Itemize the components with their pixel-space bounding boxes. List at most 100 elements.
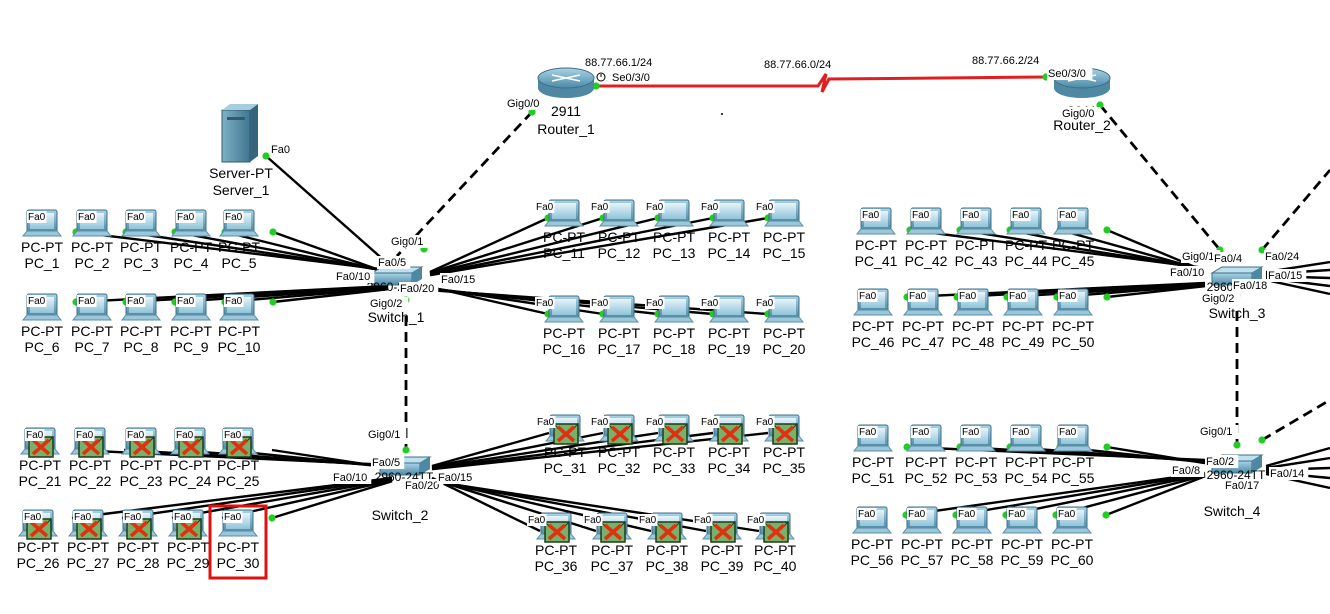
server-server-1[interactable] bbox=[221, 104, 258, 163]
pc-base bbox=[170, 230, 212, 237]
pc-port-label: Fa0 bbox=[28, 212, 46, 223]
pc-model-label: PC-PT bbox=[120, 323, 162, 339]
pc-port-label-bg bbox=[75, 429, 95, 441]
link-pc_56[interactable] bbox=[905, 471, 1206, 517]
pc-port-label: Fa0 bbox=[225, 296, 243, 307]
link-pc_27[interactable] bbox=[121, 477, 393, 520]
link-pc_48[interactable] bbox=[1006, 283, 1206, 299]
link-switch3-right-4[interactable] bbox=[1265, 278, 1330, 296]
link-pc_3[interactable] bbox=[174, 230, 389, 273]
switch-side bbox=[420, 457, 430, 475]
link-pc_36[interactable] bbox=[431, 476, 541, 533]
link-pc_7[interactable] bbox=[125, 285, 389, 304]
link-pc_55[interactable] bbox=[1106, 445, 1206, 465]
link-pc_10[interactable] bbox=[272, 288, 389, 304]
pc-port-label: Fa0 bbox=[912, 427, 930, 438]
pc-pc-19[interactable] bbox=[708, 295, 750, 323]
pc-monitor-screen bbox=[772, 299, 796, 315]
switch-port-label: Fa0/2 bbox=[1206, 456, 1234, 468]
pc-pc-11[interactable] bbox=[543, 199, 585, 227]
link-pc_8[interactable] bbox=[174, 286, 389, 304]
link-pc_11[interactable] bbox=[429, 216, 549, 274]
link-pc_4[interactable] bbox=[224, 230, 389, 274]
switch-port-label: Gig0/2 bbox=[370, 298, 402, 310]
pc-name-label: PC_2 bbox=[74, 255, 109, 271]
link-pc_44[interactable] bbox=[1059, 228, 1206, 272]
pc-pc-38[interactable] bbox=[646, 512, 688, 543]
link-pc_60[interactable] bbox=[1105, 475, 1206, 517]
pc-pc-36[interactable] bbox=[535, 512, 577, 543]
wan-serial-link[interactable] bbox=[596, 73, 1047, 93]
pc-pc-13[interactable] bbox=[653, 199, 695, 227]
link-pc_43[interactable] bbox=[1009, 228, 1206, 271]
link-router2-switch3[interactable] bbox=[1098, 104, 1222, 251]
pc-pc-31[interactable] bbox=[544, 414, 586, 445]
pc-port-label: Fa0 bbox=[859, 291, 877, 302]
pc-name-label: PC_39 bbox=[701, 558, 744, 574]
pc-monitor-screen bbox=[552, 203, 576, 219]
link-pc_30[interactable] bbox=[271, 480, 393, 520]
switch-port-label-bg bbox=[1205, 455, 1239, 468]
pc-name-label: PC_33 bbox=[653, 460, 696, 476]
pc-model-label: PC-PT bbox=[21, 323, 63, 339]
link-switch4-right-0[interactable] bbox=[1265, 446, 1330, 468]
switch-port-label: Fa0/15 bbox=[1268, 270, 1302, 282]
link-pc_31[interactable] bbox=[431, 431, 550, 468]
link-pc_13[interactable] bbox=[429, 216, 659, 275]
pc-port-label-bg bbox=[957, 508, 977, 520]
pc-model-label: PC-PT bbox=[851, 536, 893, 552]
link-pc_45[interactable] bbox=[1106, 228, 1206, 273]
pc-pc-17[interactable] bbox=[598, 295, 640, 323]
link-pc_14[interactable] bbox=[429, 216, 714, 276]
link-pc_12[interactable] bbox=[429, 216, 604, 274]
pc-name-label: PC_26 bbox=[17, 555, 60, 571]
pc-base bbox=[71, 314, 113, 321]
link-pc_50[interactable] bbox=[1106, 285, 1206, 299]
pc-pc-18[interactable] bbox=[653, 295, 695, 323]
pc-name-label: PC_48 bbox=[952, 334, 995, 350]
pc-pc-40[interactable] bbox=[754, 512, 796, 543]
link-pc_58[interactable] bbox=[1005, 473, 1206, 517]
pc-name-label: PC_4 bbox=[173, 255, 208, 271]
pc-port-label: Fa0 bbox=[859, 427, 877, 438]
pc-pc-14[interactable] bbox=[708, 199, 750, 227]
switch-name-label: Switch_1 bbox=[368, 309, 425, 325]
pc-pc-32[interactable] bbox=[598, 414, 640, 445]
pc-pc-34[interactable] bbox=[708, 414, 750, 445]
pc-pc-39[interactable] bbox=[701, 512, 743, 543]
link-router1-switch1[interactable] bbox=[395, 111, 534, 257]
pc-model-label: PC-PT bbox=[1052, 454, 1094, 470]
pc-port-label-bg bbox=[25, 429, 45, 441]
pc-port-label-bg bbox=[961, 426, 981, 438]
pc-port-label: Fa0 bbox=[1059, 210, 1077, 221]
pc-base bbox=[852, 309, 894, 316]
pc-pc-37[interactable] bbox=[591, 512, 633, 543]
fail-x-icon bbox=[603, 523, 623, 541]
switch-port-label-bg bbox=[371, 456, 405, 469]
link-server-switch1[interactable] bbox=[265, 155, 387, 263]
pc-port-label: Fa0 bbox=[1008, 509, 1026, 520]
pc-pc-20[interactable] bbox=[763, 295, 805, 323]
pc-pc-16[interactable] bbox=[543, 295, 585, 323]
pc-port-label: Fa0 bbox=[528, 515, 546, 526]
pc-name-label: PC_52 bbox=[905, 470, 948, 486]
link-switch3-offscreen[interactable] bbox=[1260, 169, 1330, 251]
pc-name-label: PC_54 bbox=[1005, 470, 1048, 486]
link-switch4-right-1[interactable] bbox=[1265, 456, 1330, 470]
switch-port-label: Fa0/4 bbox=[1214, 253, 1242, 265]
switch-sw2[interactable] bbox=[378, 456, 432, 476]
pc-port-label: Fa0 bbox=[1012, 427, 1030, 438]
pc-pc-33[interactable] bbox=[653, 414, 695, 445]
link-switch4-offscreen[interactable] bbox=[1261, 398, 1330, 442]
pc-port-label-bg bbox=[126, 429, 146, 441]
router-model-label: 2911 bbox=[551, 103, 581, 119]
link-pc_5[interactable] bbox=[272, 230, 389, 275]
router-r1[interactable] bbox=[537, 67, 595, 98]
pc-name-label: PC_18 bbox=[653, 341, 696, 357]
link-pc_57[interactable] bbox=[955, 472, 1206, 517]
link-pc_15[interactable] bbox=[429, 216, 769, 277]
pc-model-label: PC-PT bbox=[763, 325, 805, 341]
pc-base bbox=[1002, 309, 1044, 316]
switch-port-label: Gig0/1 bbox=[1200, 426, 1232, 438]
